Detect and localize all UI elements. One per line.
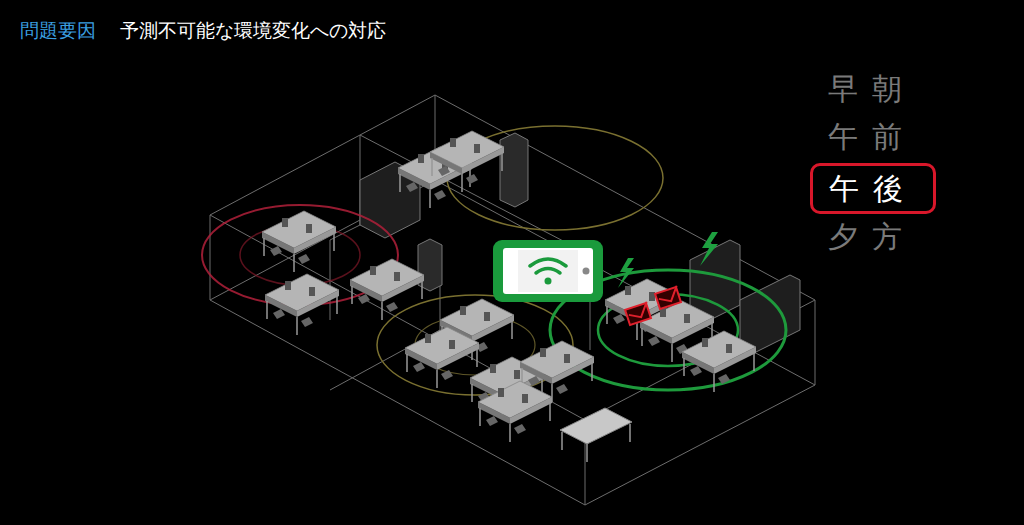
section-tag: 問題要因: [20, 20, 96, 41]
highlight-box: 午後: [810, 163, 936, 214]
time-label: 夕方: [828, 220, 916, 253]
time-label: 早朝: [828, 72, 916, 105]
time-label-selected: 午後: [829, 172, 917, 205]
time-label: 午前: [828, 120, 916, 153]
slide-title: 予測不可能な環境変化への対応: [120, 20, 386, 41]
